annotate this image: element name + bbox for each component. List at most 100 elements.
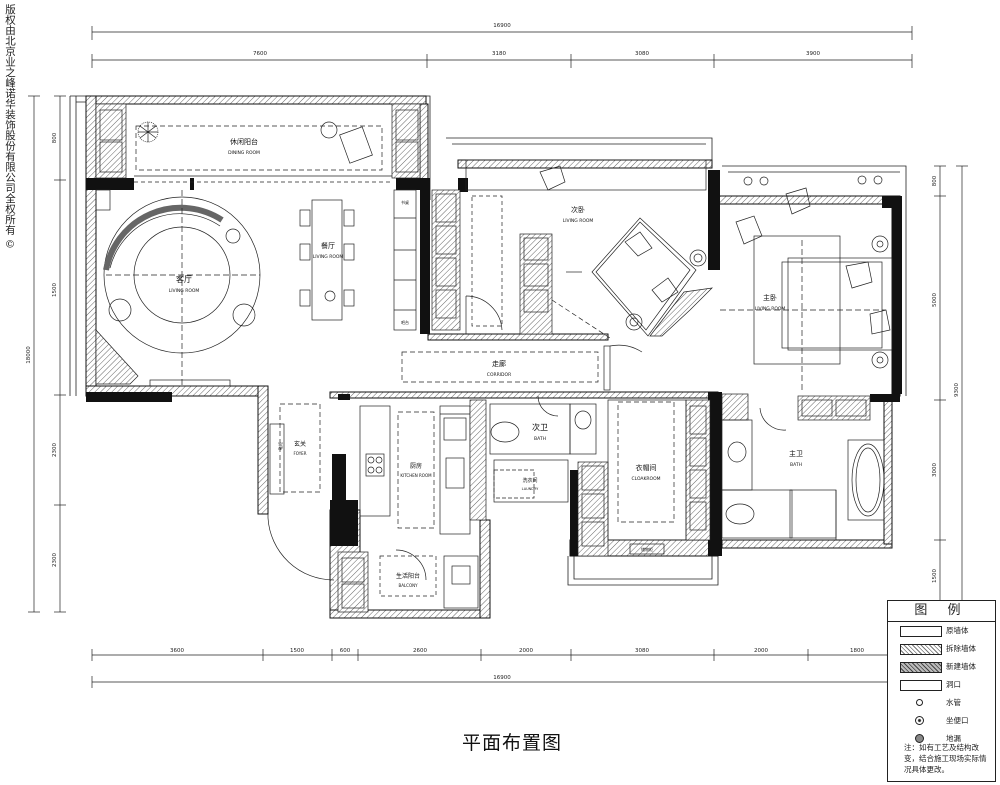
room-label-cn: 次卧 [571,205,585,214]
dim-top-total: 16900 [493,23,511,29]
dim-left-4: 2300 [52,553,58,567]
storage-label: 储物柜 [641,546,653,552]
legend-row-floor-drain: 地漏 [888,730,995,748]
dim-left-3: 2300 [52,443,58,457]
dim-right-3: 3000 [932,463,938,477]
room-label-en: BALCONY [398,583,418,588]
room-label-en: LIVING ROOM [169,288,200,294]
new-wall-symbol [900,662,942,673]
toilet-outlet-icon [915,716,924,725]
room-label-en: LIVING ROOM [755,306,786,312]
dim-bottom-1: 3600 [170,648,184,654]
water-pipe-icon [916,699,923,706]
dim-right-4: 1500 [932,569,938,583]
legend-row-original-wall: 原墙体 [888,622,995,640]
legend-row-new-wall: 新建墙体 [888,658,995,676]
legend-label: 洞口 [946,680,961,689]
legend-label: 原墙体 [946,626,969,635]
floor-drain-icon [915,734,924,743]
dim-left-1: 800 [52,132,58,143]
outer-window-lines [69,95,907,586]
opening-symbol [900,680,942,691]
structural-columns [86,170,902,556]
dimension-labels: 16900 7600 3180 3080 3900 3600 1500 600 … [26,23,960,681]
original-wall-symbol [900,626,942,637]
dim-left-2: 1500 [52,283,58,297]
dim-bottom-3: 600 [340,648,351,654]
legend-label: 新建墙体 [946,662,976,671]
service-balcony [337,549,479,613]
legend-note: 注：如有工艺及结构改变，结合施工现场实际情况具体更改。 [904,743,987,774]
room-label-en: CLOAKROOM [631,476,660,482]
room-label-cn: 走廊 [492,359,506,368]
legend-row-toilet-outlet: 坐便口 [888,712,995,730]
legend-label: 水管 [946,698,961,707]
room-label-cn: 客厅 [176,274,192,284]
room-label-en: LAUNDRY [522,487,540,491]
room-label-cn: 生活阳台 [396,572,420,580]
room-label-en: LIVING ROOM [313,254,344,260]
legend-title: 图 例 [888,601,995,622]
dim-right-total: 9300 [954,383,960,397]
master-bedroom [720,175,893,390]
dim-right-2: 5000 [932,293,938,307]
legend-label: 地漏 [946,734,961,743]
dim-top-2: 3180 [492,51,506,57]
legend-label: 坐便口 [946,716,969,725]
room-label-en: BATH [790,462,802,468]
master-bath [721,407,885,540]
cabinets [393,189,871,557]
dim-bottom-2: 1500 [290,648,304,654]
dim-right-1: 800 [932,175,938,186]
room-label-en: KITCHEN ROOM [400,473,432,478]
living-room [95,189,261,387]
cloakroom [607,399,687,555]
room-label-en: FOYER [294,451,307,456]
dim-top-4: 3900 [806,51,820,57]
copyright-notice: 版权由北京业之峰诺华装饰股份有限公司全权所有 © [4,4,16,251]
dim-bottom-7: 2000 [754,648,768,654]
room-label-en: BATH [534,436,546,442]
room-label-cn: 玄关 [294,440,306,448]
room-label-cn: 厨房 [410,462,422,470]
legend-label: 拆除墙体 [946,644,976,653]
kitchen [359,399,487,535]
dim-bottom-4: 2600 [413,648,427,654]
legend-row-water-pipe: 水管 [888,694,995,712]
dim-bottom-total: 16900 [493,675,511,681]
room-labels: 休闲阳台 DINING ROOM 客厅 LIVING ROOM 餐厅 LIVIN… [169,137,803,588]
corridor [401,295,643,391]
room-label-cn: 休闲阳台 [230,137,258,146]
leisure-balcony [95,103,421,183]
legend-row-opening: 洞口 [888,676,995,694]
page-title: 平面布置图 [462,732,563,754]
dim-left-total: 18000 [26,346,32,364]
legend-box: 图 例 原墙体 拆除墙体 新建墙体 洞口 水管 坐便口 地漏 注：如有工艺及结构… [887,600,996,782]
dim-bottom-5: 2000 [519,648,533,654]
room-label-cn: 餐厅 [321,241,335,250]
room-label-en: CORRIDOR [487,372,511,378]
second-bath [489,395,597,503]
room-label-en: LIVING ROOM [563,218,594,224]
demolished-wall-symbol [900,644,942,655]
dim-bottom-6: 3080 [635,648,649,654]
dim-top-1: 7600 [253,51,267,57]
room-label-en: DINING ROOM [228,150,260,156]
walls [85,95,901,619]
shoe-cabinet-label: 鞋柜 [277,442,283,450]
dimension-lines [28,26,968,688]
dim-top-3: 3080 [635,51,649,57]
dim-bottom-8: 1800 [850,648,864,654]
second-bedroom [465,159,713,339]
room-label-cn: 主卫 [789,449,803,458]
room-label-cn: 次卫 [532,422,548,432]
dining-area [299,199,355,321]
foyer [267,403,335,581]
room-label-cn: 洗衣间 [522,477,537,484]
bar-label: 吧台 [401,319,409,325]
study-desk-label: 书桌 [401,199,409,205]
legend-row-demolished-wall: 拆除墙体 [888,640,995,658]
room-label-cn: 衣帽间 [636,463,657,472]
room-label-cn: 主卧 [763,293,777,302]
